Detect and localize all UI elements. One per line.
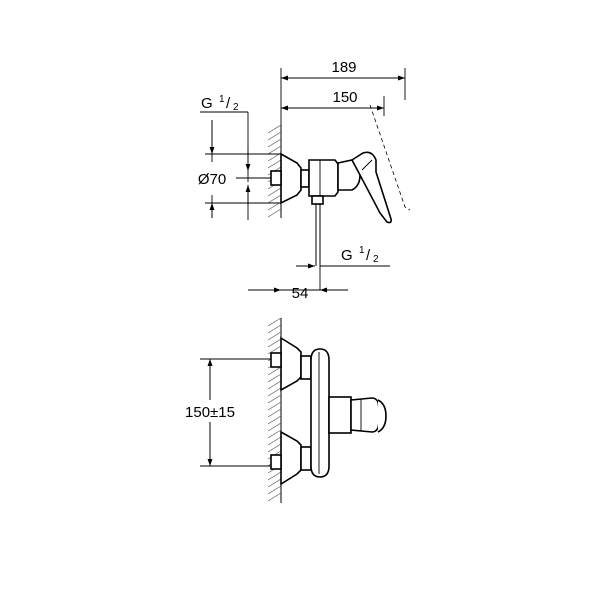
hatch-line bbox=[267, 436, 282, 446]
dim-outlet-thread: G 1 / 2 bbox=[296, 245, 390, 269]
inlet-thread-den: 2 bbox=[233, 102, 239, 113]
hatch-line bbox=[267, 331, 282, 341]
hatch-line bbox=[267, 159, 282, 169]
hatch-line bbox=[267, 138, 282, 148]
hatch-line bbox=[267, 471, 282, 481]
wall-hatch-front bbox=[267, 317, 282, 503]
dim-150-label: 150 bbox=[332, 89, 357, 106]
hatch-line bbox=[267, 145, 282, 155]
hatch-line bbox=[267, 429, 282, 439]
hatch-line bbox=[267, 380, 282, 390]
hatch-line bbox=[267, 422, 282, 432]
hatch-line bbox=[267, 187, 282, 197]
hatch-line bbox=[267, 478, 282, 488]
hatch-line bbox=[267, 345, 282, 355]
hatch-line bbox=[267, 317, 282, 327]
hatch-line bbox=[267, 401, 282, 411]
dim-diameter: Ø70 bbox=[198, 120, 226, 218]
inlet-thread-letter: G bbox=[201, 95, 213, 112]
dim-189-label: 189 bbox=[331, 59, 356, 76]
rosette-upper bbox=[270, 336, 302, 392]
front-view: 150±15 bbox=[168, 317, 387, 503]
hatch-line bbox=[267, 124, 282, 134]
dim-54-label: 54 bbox=[292, 285, 309, 302]
outlet-thread-num: 1 bbox=[359, 245, 365, 256]
rosette-side bbox=[270, 152, 302, 205]
inlet-thread-num: 1 bbox=[219, 94, 225, 105]
hatch-line bbox=[267, 408, 282, 418]
hatch-line bbox=[267, 492, 282, 502]
rosette-lower bbox=[270, 430, 302, 486]
valve-body-front bbox=[300, 348, 330, 478]
handle-sweep-line bbox=[369, 104, 411, 211]
dim-diameter-label: Ø70 bbox=[198, 171, 226, 188]
hatch-line bbox=[267, 366, 282, 376]
hatch-line bbox=[267, 485, 282, 495]
hatch-line bbox=[267, 324, 282, 334]
valve-body-side bbox=[300, 151, 392, 224]
hatch-line bbox=[267, 373, 282, 383]
outlet-side bbox=[311, 195, 324, 266]
hatch-line bbox=[267, 208, 282, 218]
dim-54: 54 bbox=[248, 285, 348, 302]
dim-centres: 150±15 bbox=[168, 358, 271, 467]
hatch-line bbox=[267, 443, 282, 453]
hatch-line bbox=[267, 415, 282, 425]
hatch-line bbox=[267, 131, 282, 141]
outlet-thread-slash: / bbox=[366, 247, 371, 264]
outlet-thread-den: 2 bbox=[373, 254, 379, 265]
handle-front bbox=[328, 396, 387, 434]
hatch-line bbox=[267, 194, 282, 204]
hatch-line bbox=[267, 394, 282, 404]
dim-inlet-thread: G 1 / 2 bbox=[200, 94, 251, 220]
side-view: 189 150 G 1 / 2 Ø70 G bbox=[198, 59, 411, 302]
dim-centres-label: 150±15 bbox=[185, 404, 235, 421]
inlet-thread-slash: / bbox=[226, 95, 231, 112]
hatch-line bbox=[267, 338, 282, 348]
dim-189: 189 bbox=[281, 59, 405, 81]
dim-150: 150 bbox=[281, 89, 384, 111]
outlet-thread-letter: G bbox=[341, 247, 353, 264]
hatch-line bbox=[267, 387, 282, 397]
